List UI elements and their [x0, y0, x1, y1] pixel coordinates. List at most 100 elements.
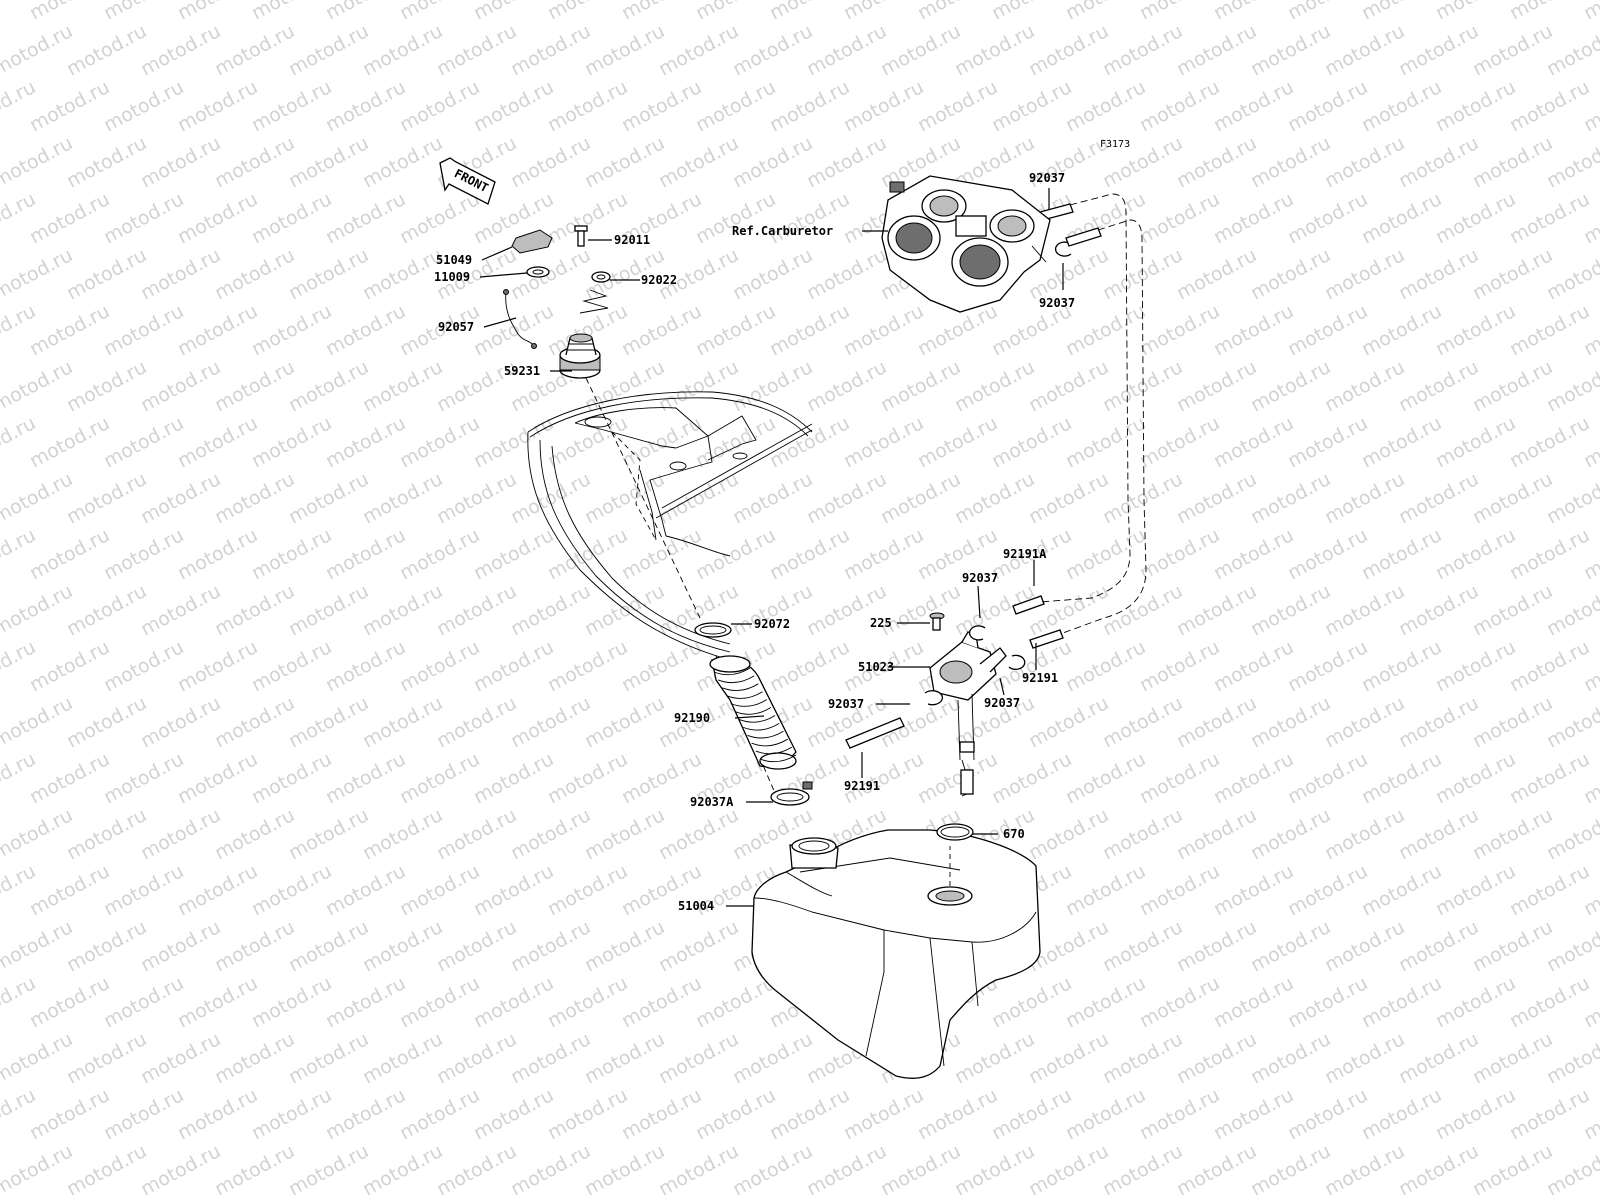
watermark-text: motod.ru [174, 1084, 261, 1144]
watermark-text: motod.ru [396, 412, 483, 472]
watermark-text: motod.ru [359, 468, 446, 528]
watermark-text: motod.ru [248, 300, 335, 360]
watermark-text: motod.ru [285, 1028, 372, 1088]
watermark-text: motod.ru [581, 132, 668, 192]
fuel-filler-cap [559, 333, 601, 379]
watermark-text: motod.ru [1321, 244, 1408, 304]
watermark-text: motod.ru [322, 860, 409, 920]
watermark-text: motod.ru [26, 188, 113, 248]
watermark-text: motod.ru [359, 580, 446, 640]
watermark-text: motod.ru [507, 580, 594, 640]
fuel-tank [751, 829, 1041, 1079]
watermark-text: motod.ru [1543, 20, 1600, 80]
watermark-text: motod.ru [433, 580, 520, 640]
watermark-text: motod.ru [1284, 76, 1371, 136]
watermark-text: motod.ru [470, 300, 557, 360]
watermark-text: motod.ru [1284, 188, 1371, 248]
watermark-text: motod.ru [1395, 1028, 1482, 1088]
watermark-text: motod.ru [1321, 468, 1408, 528]
watermark-text: motod.ru [433, 1140, 520, 1200]
watermark-text: motod.ru [1469, 244, 1556, 304]
watermark-text: motod.ru [1025, 1140, 1112, 1200]
watermark-text: motod.ru [581, 692, 668, 752]
watermark-text: motod.ru [174, 76, 261, 136]
callout-92037-top-2: 92037 [1039, 296, 1075, 310]
watermark-text: motod.ru [1321, 916, 1408, 976]
watermark-text: motod.ru [63, 804, 150, 864]
watermark-text: motod.ru [137, 1140, 224, 1200]
watermark-text: motod.ru [1099, 804, 1186, 864]
watermark-text: motod.ru [729, 20, 816, 80]
watermark-text: motod.ru [26, 524, 113, 584]
watermark-text: motod.ru [988, 0, 1075, 24]
watermark-text: motod.ru [988, 972, 1075, 1032]
watermark-text: motod.ru [1136, 412, 1223, 472]
watermark-text: motod.ru [1136, 748, 1223, 808]
watermark-text: motod.ru [581, 804, 668, 864]
watermark-text: motod.ru [26, 0, 113, 24]
watermark-text: motod.ru [285, 468, 372, 528]
watermark-text: motod.ru [1247, 804, 1334, 864]
watermark-text: motod.ru [1469, 580, 1556, 640]
watermark-text: motod.ru [1099, 916, 1186, 976]
watermark-text: motod.ru [433, 916, 520, 976]
watermark-text: motod.ru [285, 132, 372, 192]
watermark-text: motod.ru [1099, 1028, 1186, 1088]
watermark-text: motod.ru [618, 0, 705, 24]
watermark-text: motod.ru [1358, 0, 1445, 24]
watermark-text: motod.ru [803, 468, 890, 528]
watermark-text: motod.ru [285, 244, 372, 304]
watermark-text: motod.ru [1136, 76, 1223, 136]
watermark-text: motod.ru [581, 1140, 668, 1200]
watermark-text: motod.ru [692, 0, 779, 24]
watermark-text: motod.ru [1062, 1084, 1149, 1144]
fuel-line-routing [1039, 193, 1147, 635]
watermark-text: motod.ru [359, 1140, 446, 1200]
watermark-text: motod.ru [1136, 524, 1223, 584]
watermark-text: motod.ru [840, 0, 927, 24]
callout-670: 670 [1003, 827, 1025, 841]
callout-92072: 92072 [754, 617, 790, 631]
watermark-text: motod.ru [211, 356, 298, 416]
watermark-text: motod.ru [1284, 412, 1371, 472]
watermark-text: motod.ru [0, 1140, 76, 1200]
watermark-text: motod.ru [1173, 244, 1260, 304]
watermark-text: motod.ru [100, 748, 187, 808]
watermark-text: motod.ru [729, 580, 816, 640]
watermark-text: motod.ru [396, 0, 483, 24]
watermark-text: motod.ru [137, 20, 224, 80]
fuel-hose-short [845, 203, 1102, 749]
watermark-text: motod.ru [396, 76, 483, 136]
watermark-text: motod.ru [1210, 188, 1297, 248]
watermark-text: motod.ru [1284, 1084, 1371, 1144]
hose-clamp-lower [770, 781, 813, 806]
watermark-text: motod.ru [433, 468, 520, 528]
watermark-text: motod.ru [1099, 356, 1186, 416]
hose-clamp-upper [694, 622, 732, 638]
watermark-text: motod.ru [1062, 412, 1149, 472]
watermark-text: motod.ru [137, 132, 224, 192]
watermark-text: motod.ru [322, 0, 409, 24]
watermark-text: motod.ru [470, 860, 557, 920]
callout-59231: 59231 [504, 364, 540, 378]
watermark-text: motod.ru [1432, 972, 1519, 1032]
watermark-text: motod.ru [1543, 468, 1600, 528]
watermark-text: motod.ru [285, 580, 372, 640]
watermark-text: motod.ru [359, 20, 446, 80]
watermark-text: motod.ru [1506, 76, 1593, 136]
watermark-text: motod.ru [1395, 692, 1482, 752]
watermark-text: motod.ru [1432, 1084, 1519, 1144]
watermark-text: motod.ru [1099, 1140, 1186, 1200]
watermark-text: motod.ru [322, 76, 409, 136]
watermark-text: motod.ru [877, 20, 964, 80]
watermark-text: motod.ru [988, 76, 1075, 136]
watermark-text: motod.ru [544, 972, 631, 1032]
watermark-text: motod.ru [914, 76, 1001, 136]
watermark-text: motod.ru [1506, 1084, 1593, 1144]
watermark-text: motod.ru [1543, 580, 1600, 640]
watermark-text: motod.ru [1025, 692, 1112, 752]
watermark-text: motod.ru [0, 356, 76, 416]
watermark-text: motod.ru [618, 300, 705, 360]
watermark-text: motod.ru [1469, 468, 1556, 528]
